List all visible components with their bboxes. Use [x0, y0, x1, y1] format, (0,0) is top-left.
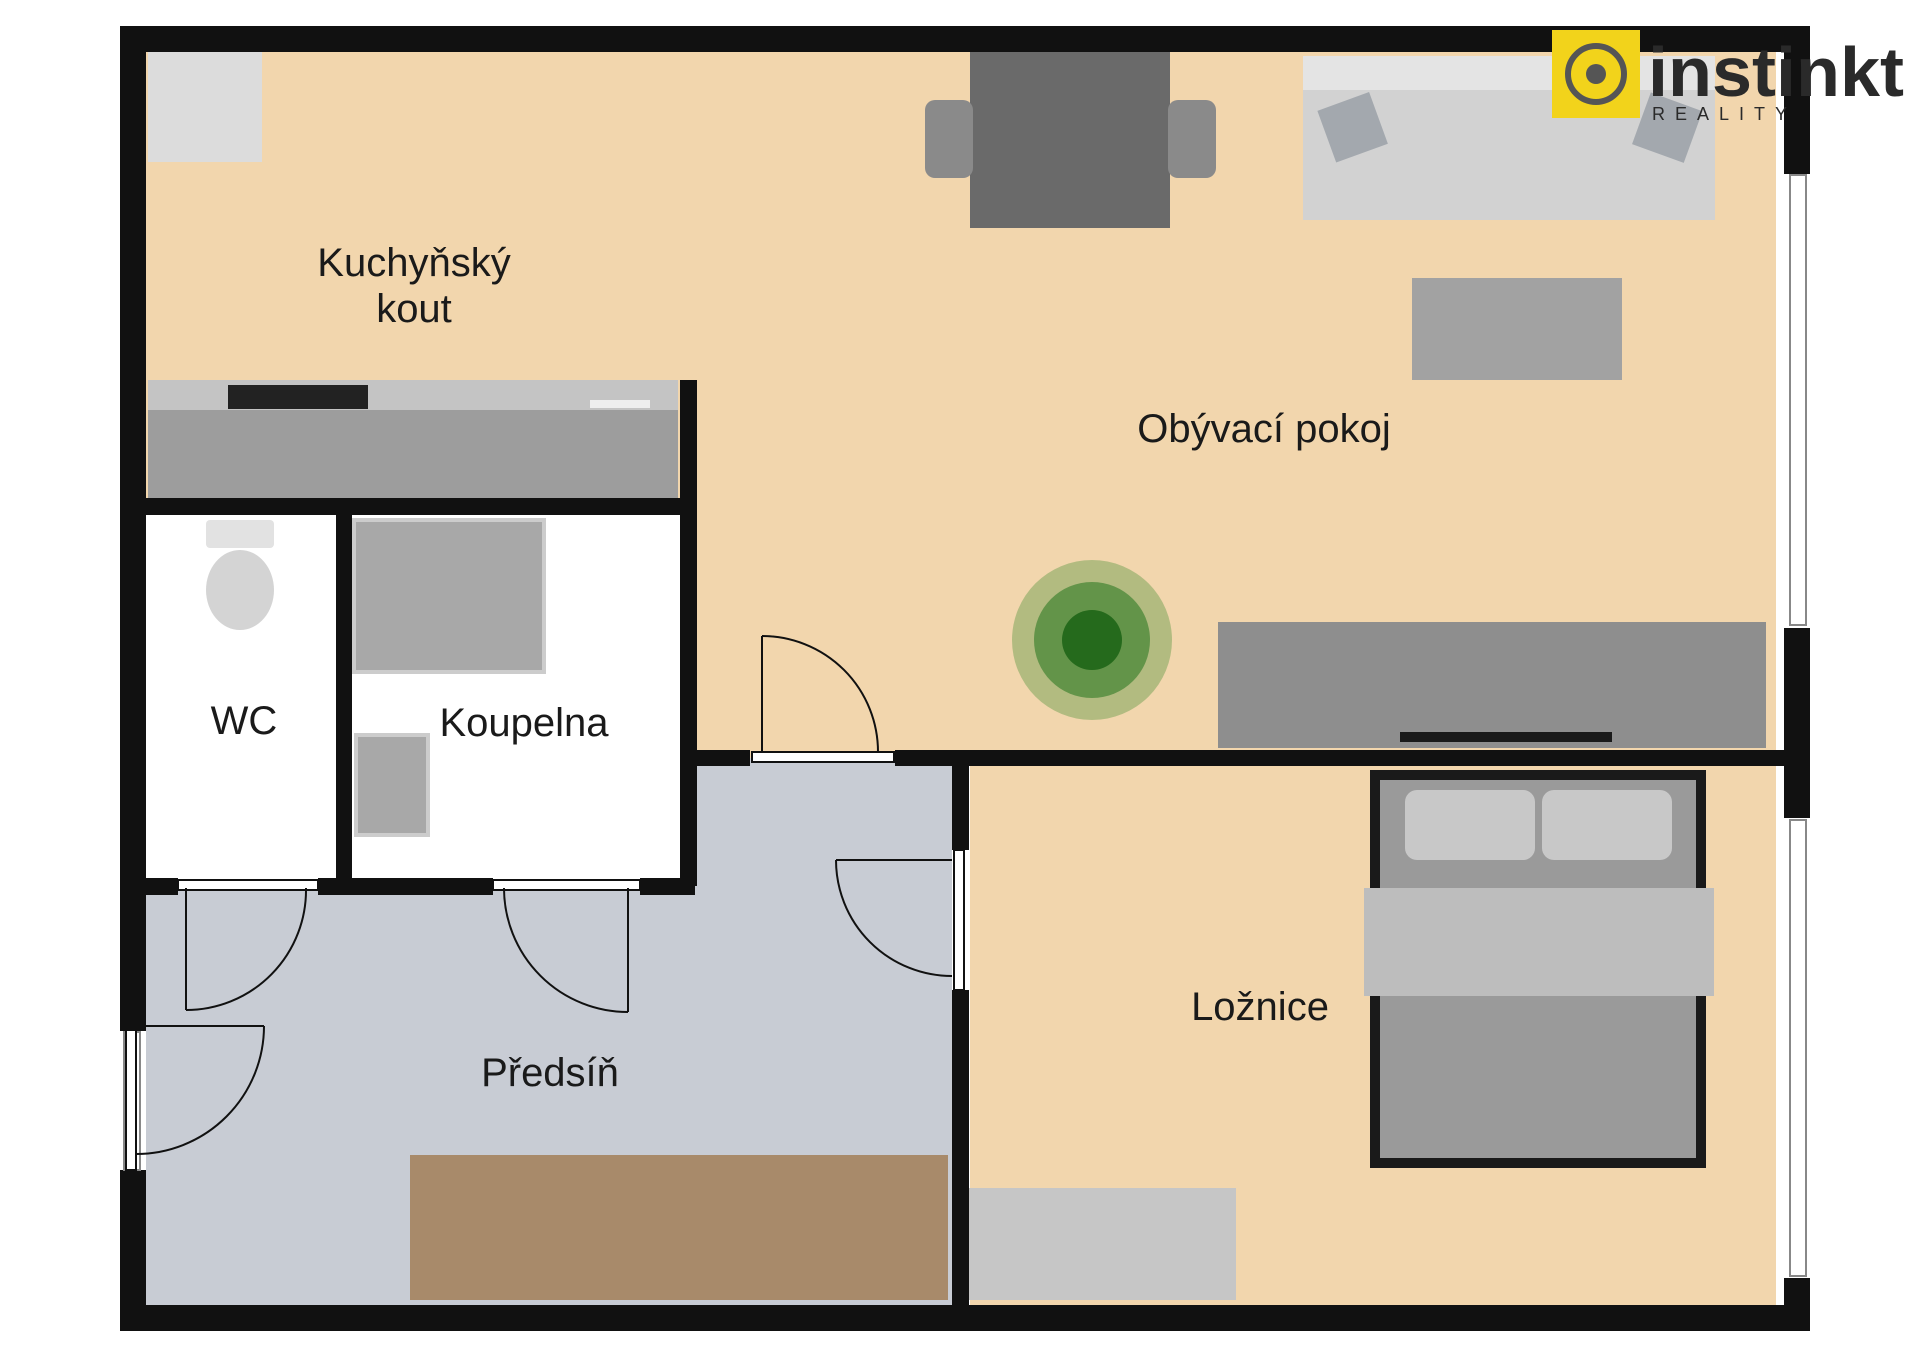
coffee-table — [1412, 278, 1622, 380]
doors — [125, 635, 965, 1171]
room-label-bathroom: Koupelna — [439, 701, 609, 745]
walls — [120, 26, 1810, 1331]
room-label-kitchen-line2: kout — [376, 287, 452, 331]
shower-tray — [352, 518, 546, 674]
toilet-tank — [206, 520, 274, 548]
dining-chair-left — [925, 100, 973, 178]
washbasin — [354, 733, 430, 837]
cushion-right — [1632, 92, 1703, 163]
fridge — [148, 52, 262, 162]
floor-hall-upper — [700, 758, 952, 878]
room-label-wc: WC — [211, 699, 278, 743]
tv-cabinet — [1218, 622, 1766, 748]
brand-name: instinkt — [1648, 33, 1904, 111]
tv — [1400, 732, 1612, 742]
toilet-bowl — [206, 550, 274, 630]
blanket-fold — [1364, 888, 1714, 996]
pillow-right — [1542, 790, 1672, 860]
room-label-hall: Předsíň — [481, 1051, 619, 1095]
brand-sub: REALITY — [1652, 104, 1797, 124]
sink — [590, 400, 650, 408]
plant-icon — [1012, 560, 1172, 720]
cushion-left — [1317, 92, 1388, 163]
room-label-living: Obývací pokoj — [1137, 407, 1390, 451]
dining-table — [970, 52, 1170, 228]
room-label-kitchen-line1: Kuchyňský — [317, 241, 510, 285]
wardrobe — [410, 1155, 948, 1300]
brand-logo: instinkt REALITY — [1552, 30, 1904, 124]
sofa-back — [1303, 56, 1715, 90]
cooktop — [228, 385, 368, 409]
room-label-bedroom: Ložnice — [1191, 985, 1329, 1029]
dresser — [968, 1188, 1236, 1300]
dining-chair-right — [1168, 100, 1216, 178]
pillow-left — [1405, 790, 1535, 860]
